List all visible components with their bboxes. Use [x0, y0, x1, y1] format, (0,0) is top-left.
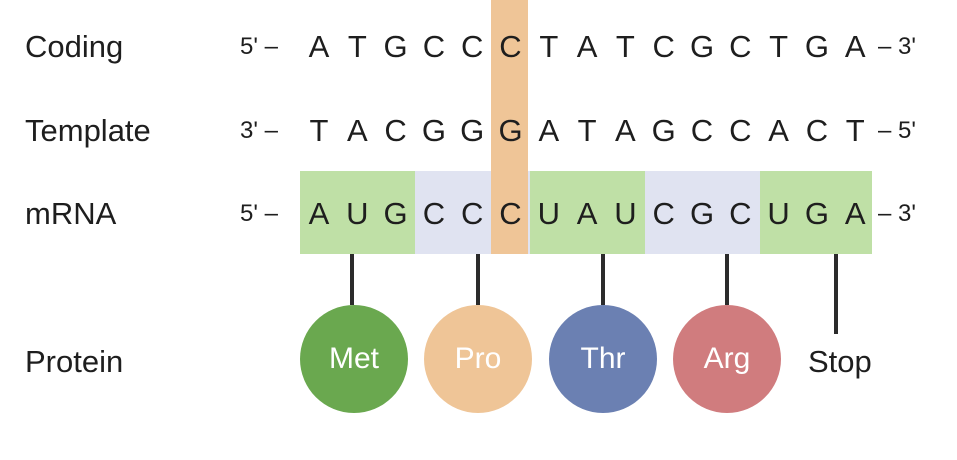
coding-base: T	[539, 29, 559, 64]
coding-base: G	[689, 29, 715, 64]
coding-base: C	[729, 29, 752, 64]
protein-label: Protein	[25, 344, 124, 379]
mrna-base: G	[383, 196, 408, 231]
coding-base: A	[576, 29, 598, 64]
mrna-base: G	[804, 196, 829, 231]
mrna-base: A	[844, 196, 866, 231]
mrna-base: A	[576, 196, 598, 231]
amino-acid-pro: Pro	[424, 305, 532, 413]
mrna-base: U	[767, 196, 790, 231]
amino-acid-arg: Arg	[673, 305, 781, 413]
coding-end: – 3'	[878, 33, 916, 60]
stem-pro	[476, 254, 480, 305]
template-base: G	[460, 113, 485, 148]
coding-base: C	[422, 29, 446, 64]
mrna-base: C	[460, 196, 484, 231]
template-end: – 5'	[878, 117, 916, 144]
template-base: C	[690, 113, 714, 148]
template-label: Template	[25, 113, 151, 148]
template-base: C	[805, 113, 829, 148]
codon-block-1	[300, 171, 415, 254]
template-base: A	[768, 113, 789, 148]
coding-base: G	[804, 29, 829, 64]
stem-thr	[601, 254, 605, 305]
template-base: C	[729, 113, 752, 148]
mrna-base: A	[308, 196, 330, 231]
mrna-base: U	[346, 196, 369, 231]
codon-block-3	[530, 171, 645, 254]
coding-start: 5' –	[240, 33, 278, 60]
codon-block-4	[645, 171, 760, 254]
stem-stop	[834, 254, 838, 334]
amino-acid-met: Met	[300, 305, 408, 413]
mrna-base: C	[499, 196, 522, 231]
mrna-end: – 3'	[878, 200, 916, 227]
coding-base: T	[347, 29, 367, 64]
codon-block-5	[760, 171, 872, 254]
coding-base: T	[769, 29, 789, 64]
stem-arg	[725, 254, 729, 305]
coding-base: C	[652, 29, 675, 64]
mrna-base: G	[689, 196, 715, 231]
stem-met	[350, 254, 354, 305]
mrna-base: C	[422, 196, 446, 231]
template-base: A	[615, 113, 636, 148]
mrna-base: C	[729, 196, 752, 231]
coding-base: A	[308, 29, 330, 64]
template-base: T	[309, 113, 329, 148]
mutation-highlight	[491, 0, 528, 254]
coding-base: C	[460, 29, 484, 64]
coding-label: Coding	[25, 29, 124, 64]
template-base: T	[577, 113, 597, 148]
template-base: A	[346, 113, 368, 148]
template-base: C	[384, 113, 407, 148]
coding-base: G	[383, 29, 408, 64]
coding-base: A	[844, 29, 866, 64]
template-start: 3' –	[240, 117, 278, 144]
amino-acid-thr: Thr	[549, 305, 657, 413]
coding-base: C	[499, 29, 522, 64]
mrna-label: mRNA	[25, 196, 117, 231]
template-base: T	[845, 113, 865, 148]
template-base: G	[651, 113, 676, 148]
mrna-base: C	[652, 196, 675, 231]
template-base: G	[421, 113, 446, 148]
template-base: G	[498, 113, 523, 148]
mrna-base: U	[614, 196, 637, 231]
coding-base: T	[615, 29, 635, 64]
template-base: A	[538, 113, 560, 148]
mrna-base: U	[537, 196, 560, 231]
mrna-start: 5' –	[240, 200, 278, 227]
stop-label: Stop	[808, 344, 872, 379]
